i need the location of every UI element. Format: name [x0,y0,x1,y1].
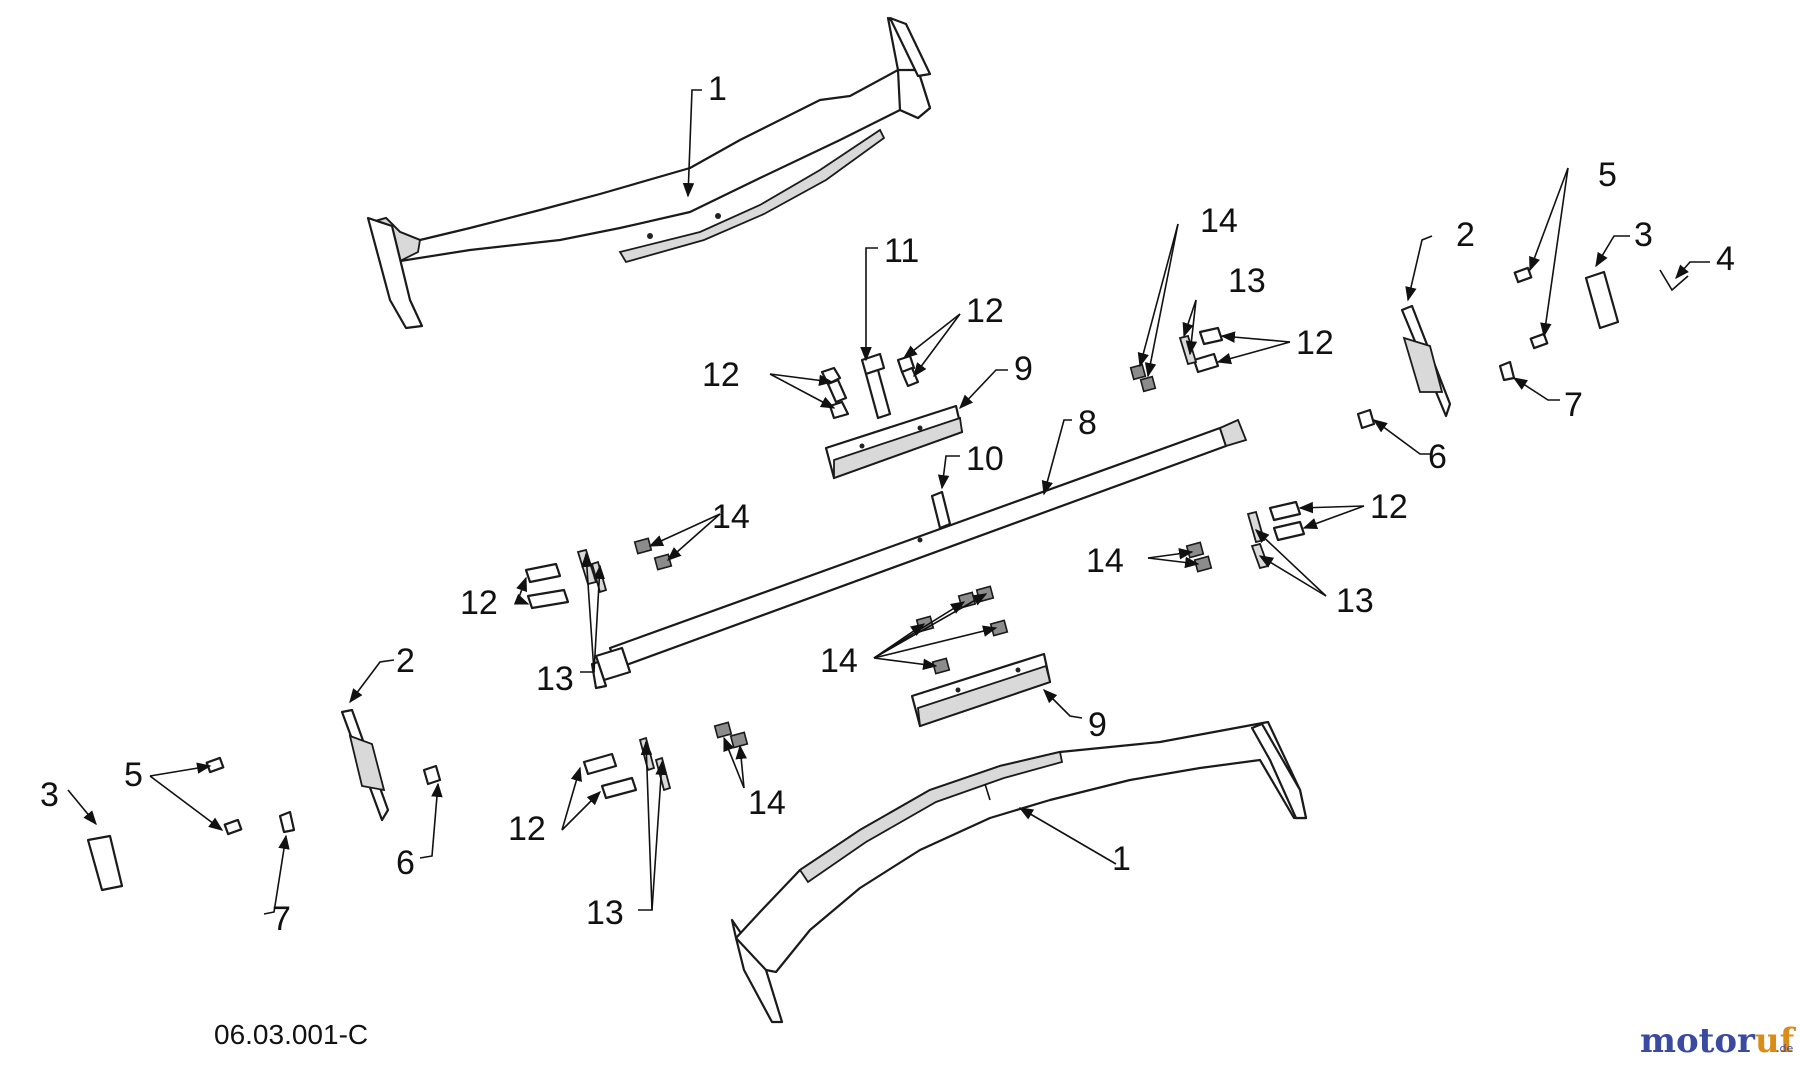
callout-2-right: 2 [1456,216,1475,254]
long-bolt [860,352,892,420]
callout-4: 4 [1716,240,1735,278]
callout-5-left: 5 [124,756,143,794]
callout-6-right: 6 [1428,438,1447,476]
hub-plate-right [1400,304,1452,418]
callout-8: 8 [1078,404,1097,442]
callout-1-upper: 1 [708,70,727,108]
callout-labels: 1 1 2 2 3 3 4 5 5 6 6 7 7 8 9 9 10 11 12… [40,70,1735,938]
callout-9-lower: 9 [1088,706,1107,744]
callout-2-left: 2 [396,642,415,680]
callout-3-left: 3 [40,776,59,814]
callout-14-top: 14 [1200,202,1238,240]
frame-rail-lower [730,720,1308,1024]
axle-tube [590,418,1248,690]
callout-14-lower-left: 14 [748,784,786,822]
watermark-logo: motoruf .de [1640,1021,1797,1061]
frame-rail-upper [366,16,932,330]
end-cap-left [86,834,124,892]
bracket-upper [824,404,964,480]
callout-13-left-upper: 13 [536,660,574,698]
callout-11: 11 [884,232,919,270]
callout-1-lower: 1 [1112,840,1131,878]
end-cap-right [1584,270,1620,330]
callout-13-right-lower: 13 [1336,582,1374,620]
callout-13-left-lower: 13 [586,894,624,932]
callout-5-right: 5 [1598,156,1617,194]
callout-7-right: 7 [1564,386,1583,424]
pin [930,490,952,530]
hub-plate-left [340,708,390,822]
leader-lines [67,89,1710,915]
callout-12-right-lower: 12 [1370,488,1408,526]
callout-10: 10 [966,440,1004,478]
callout-13-right-upper: 13 [1228,262,1266,300]
drawing-code: 06.03.001-C [214,1019,368,1050]
callout-3-right: 3 [1634,216,1653,254]
callout-12-left-lower: 12 [508,810,546,848]
clip [1659,269,1689,292]
callout-14-center-right: 14 [1086,542,1124,580]
callout-14-lower-middle: 14 [820,642,858,680]
callout-12-center-left: 12 [702,356,740,394]
bracket-lower [910,652,1052,728]
callout-6-left: 6 [396,844,415,882]
watermark-brand: motoruf [1640,1021,1797,1061]
watermark-suffix: .de [1776,1042,1793,1055]
callout-7-left: 7 [272,900,291,938]
callout-12-center-right: 12 [966,292,1004,330]
callout-12-right-upper: 12 [1296,324,1334,362]
callout-12-left-upper: 12 [460,584,498,622]
callout-9-upper: 9 [1014,350,1033,388]
callout-14-center-left: 14 [712,498,750,536]
